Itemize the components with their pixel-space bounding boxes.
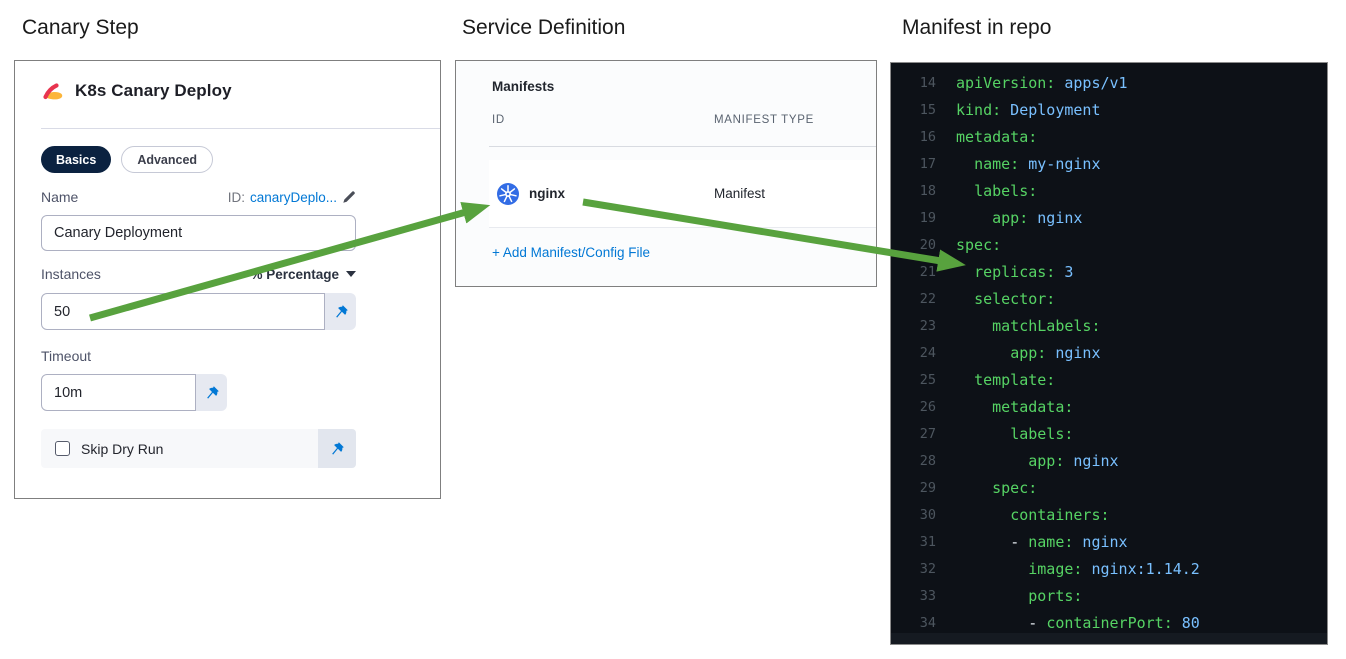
service-definition-title: Service Definition (462, 16, 626, 39)
tab-advanced[interactable]: Advanced (121, 146, 214, 173)
code-line-33: 33 ports: (919, 587, 1083, 605)
code-line-21: 21 replicas: 3 (919, 263, 1074, 281)
column-header-manifest-type: MANIFEST TYPE (714, 114, 814, 126)
step-id[interactable]: ID: canaryDeplo... (228, 190, 356, 205)
code-line-27: 27 labels: (919, 425, 1074, 443)
pushpin-icon (335, 304, 348, 318)
code-line-18: 18 labels: (919, 182, 1038, 200)
header-divider (41, 128, 440, 129)
step-tabs: Basics Advanced (41, 146, 214, 173)
manifest-id: nginx (529, 186, 565, 201)
instances-input[interactable] (41, 293, 325, 330)
code-line-17: 17 name: my-nginx (919, 155, 1101, 173)
pencil-icon[interactable] (342, 190, 356, 204)
code-line-19: 19 app: nginx (919, 209, 1083, 227)
code-line-22: 22 selector: (919, 290, 1056, 308)
code-line-28: 28 app: nginx (919, 452, 1119, 470)
code-line-24: 24 app: nginx (919, 344, 1101, 362)
service-definition-panel: Manifests ID MANIFEST TYPE nginx Manifes… (455, 60, 877, 287)
manifest-in-repo-title: Manifest in repo (902, 16, 1052, 39)
editor-scrollbar (891, 633, 1327, 644)
column-header-id: ID (492, 114, 505, 126)
name-input[interactable] (41, 215, 356, 251)
code-line-29: 29 spec: (919, 479, 1038, 497)
step-card-title: K8s Canary Deploy (75, 81, 232, 100)
skip-dry-run-row: Skip Dry Run (41, 429, 356, 468)
id-value: canaryDeplo... (249, 189, 337, 205)
skip-dry-run-label: Skip Dry Run (81, 440, 164, 457)
instances-label: Instances (41, 266, 101, 282)
kubernetes-icon (497, 182, 519, 205)
add-manifest-link[interactable]: + Add Manifest/Config File (492, 245, 650, 260)
pushpin-icon (206, 385, 219, 399)
code-line-34: 34 - containerPort: 80 (919, 614, 1200, 632)
pushpin-icon (332, 441, 344, 455)
code-line-23: 23 matchLabels: (919, 317, 1101, 335)
code-line-32: 32 image: nginx:1.14.2 (919, 560, 1200, 578)
step-header: K8s Canary Deploy (41, 81, 232, 101)
id-prefix: ID: (227, 189, 245, 205)
timeout-pin-button[interactable] (196, 374, 227, 411)
code-line-25: 25 template: (919, 371, 1056, 389)
timeout-label: Timeout (41, 348, 92, 364)
canary-step-title: Canary Step (22, 16, 139, 39)
instances-unit-dropdown[interactable]: % Percentage (250, 267, 356, 282)
code-line-30: 30 containers: (919, 506, 1110, 524)
manifest-row-nginx[interactable]: nginx Manifest (489, 160, 876, 228)
tab-basics[interactable]: Basics (41, 146, 112, 173)
instances-unit-value: % Percentage (250, 266, 339, 282)
chevron-down-icon (346, 271, 356, 277)
canary-bird-icon (43, 83, 63, 100)
canary-step-panel: K8s Canary Deploy Basics Advanced Name I… (14, 60, 441, 499)
timeout-input[interactable] (41, 374, 196, 411)
manifest-type: Manifest (714, 186, 766, 201)
code-line-26: 26 metadata: (919, 398, 1074, 416)
table-divider (489, 146, 876, 147)
code-line-31: 31 - name: nginx (919, 533, 1128, 551)
manifests-section-title: Manifests (492, 79, 555, 94)
name-label: Name (41, 189, 79, 205)
skip-dry-run-checkbox[interactable] (55, 441, 70, 456)
instances-pin-button[interactable] (325, 293, 356, 330)
skip-dry-run-pin-button[interactable] (318, 429, 356, 468)
